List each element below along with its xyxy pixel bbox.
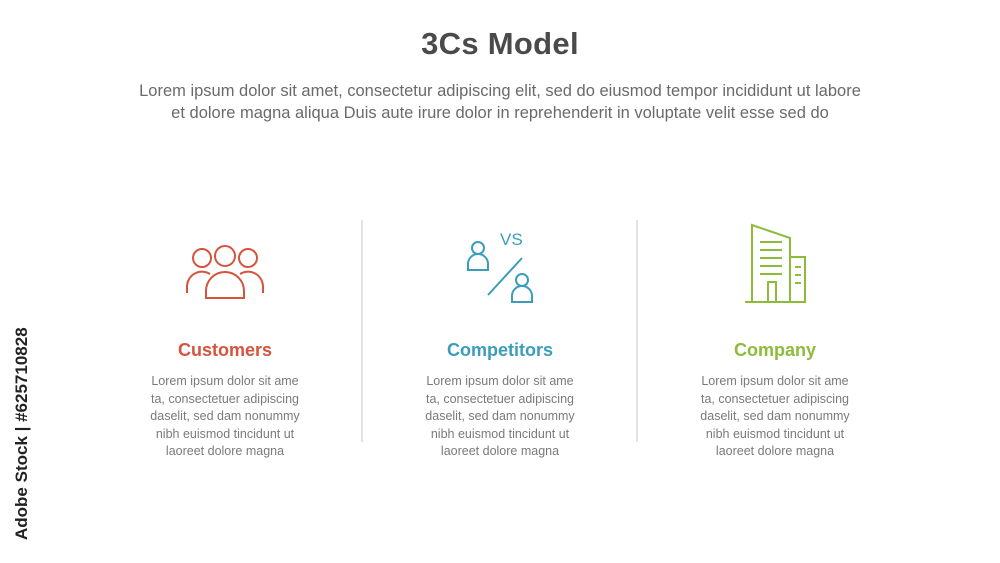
- column-body-competitors: Lorem ipsum dolor sit ame ta, consectetu…: [385, 373, 615, 461]
- column-body-company: Lorem ipsum dolor sit ame ta, consectetu…: [660, 373, 890, 461]
- body-line: nibh euismod tincidunt ut: [430, 426, 570, 441]
- page-subtitle: Lorem ipsum dolor sit amet, consectetur …: [40, 80, 960, 124]
- column-title-competitors: Competitors: [446, 340, 553, 360]
- column-divider: [361, 220, 363, 442]
- column-title-company: Company: [733, 340, 816, 360]
- subtitle-line: Lorem ipsum dolor sit amet, consectetur …: [139, 82, 861, 100]
- body-line: ta, consectetuer adipiscing: [150, 391, 299, 406]
- column-customers: Customers Lorem ipsum dolor sit ame ta, …: [110, 220, 340, 461]
- body-line: daselit, sed dam nonummy: [150, 409, 300, 423]
- vs-label: VS: [500, 230, 523, 249]
- versus-icon: VS: [467, 230, 533, 303]
- building-icon: [745, 223, 806, 303]
- body-line: nibh euismod tincidunt ut: [705, 426, 845, 441]
- body-line: Lorem ipsum dolor sit ame: [701, 374, 849, 388]
- column-body-customers: Lorem ipsum dolor sit ame ta, consectetu…: [110, 373, 340, 461]
- column-company: Company Lorem ipsum dolor sit ame ta, co…: [660, 220, 890, 461]
- page-title: 3Cs Model: [421, 26, 579, 61]
- body-line: daselit, sed dam nonummy: [425, 409, 575, 423]
- body-line: laoreet dolore magna: [715, 444, 835, 458]
- column-title-customers: Customers: [177, 340, 273, 360]
- column-divider: [636, 220, 638, 442]
- body-line: laoreet dolore magna: [165, 444, 285, 458]
- body-line: Lorem ipsum dolor sit ame: [426, 374, 574, 388]
- body-line: daselit, sed dam nonummy: [700, 409, 850, 423]
- body-line: ta, consectetuer adipiscing: [425, 391, 574, 406]
- body-line: nibh euismod tincidunt ut: [155, 426, 295, 441]
- body-line: laoreet dolore magna: [440, 444, 560, 458]
- subtitle-line: et dolore magna aliqua Duis aute irure d…: [171, 104, 829, 122]
- stock-watermark: Adobe Stock | #625710828: [12, 327, 31, 540]
- column-competitors: VS Competitors Lorem ipsum dolor sit ame…: [385, 220, 615, 461]
- people-group-icon: [186, 245, 264, 299]
- body-line: ta, consectetuer adipiscing: [700, 391, 849, 406]
- body-line: Lorem ipsum dolor sit ame: [151, 374, 299, 388]
